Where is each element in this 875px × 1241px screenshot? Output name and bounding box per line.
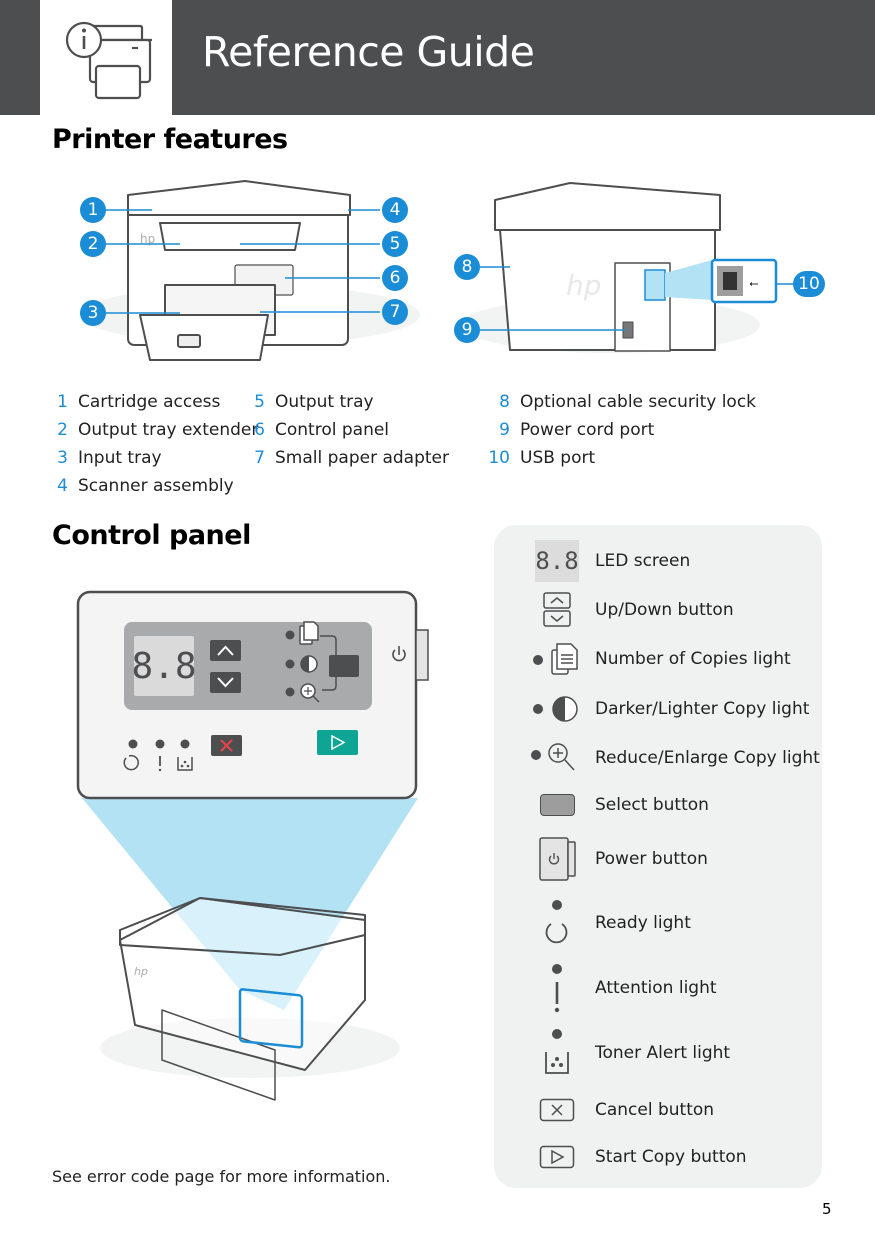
header-banner: Reference Guide: [0, 0, 875, 115]
legend-number: 8: [499, 392, 510, 412]
key-row-power: Power button: [494, 835, 822, 883]
key-label: Number of Copies light: [595, 649, 791, 669]
legend-number: 10: [488, 448, 510, 468]
callout-6: 6: [382, 265, 408, 291]
key-label: Reduce/Enlarge Copy light: [595, 748, 820, 768]
start-copy-button[interactable]: [317, 730, 358, 755]
led-display: 8.8: [131, 646, 196, 687]
key-row-up-down: Up/Down button: [494, 590, 822, 630]
callout-3: 3: [80, 300, 106, 326]
legend-label: Input tray: [78, 448, 162, 468]
copies-light-icon: [520, 639, 594, 679]
control-panel-key: 8.8 LED screen Up/Down button Number of …: [494, 525, 822, 1188]
key-row-reduce-enlarge: Reduce/Enlarge Copy light: [494, 738, 822, 778]
key-row-ready: Ready light: [494, 897, 822, 949]
key-label: Toner Alert light: [595, 1043, 731, 1063]
select-button-icon: [520, 785, 594, 825]
key-label: Up/Down button: [595, 600, 734, 620]
key-row-led-screen: 8.8 LED screen: [494, 540, 822, 582]
callout-4: 4: [382, 197, 408, 223]
legend-label: Output tray: [275, 392, 374, 412]
legend-number: 4: [57, 476, 68, 496]
key-row-select: Select button: [494, 785, 822, 825]
key-label: Select button: [595, 795, 709, 815]
key-row-attention: Attention light: [494, 962, 822, 1014]
legend-item-5: 5 Output tray: [243, 392, 374, 412]
up-down-button-icon: [520, 590, 594, 630]
legend-item-3: 3 Input tray: [46, 448, 162, 468]
key-row-start-copy: Start Copy button: [494, 1137, 822, 1177]
control-panel-heading: Control panel: [52, 520, 251, 551]
printer-back-illustration: ⭠ hp: [460, 182, 800, 353]
legend-item-10: 10 USB port: [482, 448, 595, 468]
printer-info-icon: [65, 21, 152, 100]
printer-features-heading: Printer features: [52, 124, 288, 155]
legend-number: 7: [254, 448, 265, 468]
callout-9: 9: [454, 317, 480, 343]
control-panel-illustration: hp 8.8: [76, 590, 429, 1101]
reduce-enlarge-light-icon: [520, 738, 594, 778]
legend-number: 9: [499, 420, 510, 440]
legend-number: 5: [254, 392, 265, 412]
callout-10: 10: [793, 271, 825, 297]
legend-label: USB port: [520, 448, 596, 468]
svg-text:⭠: ⭠: [749, 276, 759, 290]
legend-label: Small paper adapter: [275, 448, 450, 468]
callout-5: 5: [382, 231, 408, 257]
down-button[interactable]: [210, 672, 241, 693]
svg-text:hp: hp: [140, 232, 155, 246]
legend-item-9: 9 Power cord port: [482, 420, 654, 440]
up-button[interactable]: [210, 640, 241, 661]
callout-1: 1: [80, 197, 106, 223]
key-row-cancel: Cancel button: [494, 1090, 822, 1130]
key-label: LED screen: [595, 551, 691, 571]
key-label: Cancel button: [595, 1100, 715, 1120]
legend-label: Cartridge access: [78, 392, 221, 412]
legend-number: 1: [57, 392, 68, 412]
darker-lighter-light-icon: [520, 689, 594, 729]
ready-light-icon: [520, 897, 594, 949]
legend-item-2: 2 Output tray extender: [46, 420, 258, 440]
cancel-button-icon: [520, 1090, 594, 1130]
legend-item-8: 8 Optional cable security lock: [482, 392, 756, 412]
led-screen-icon: 8.8: [520, 540, 594, 582]
power-button-icon: [520, 835, 594, 883]
svg-text:hp: hp: [566, 269, 602, 302]
key-label: Ready light: [595, 913, 691, 933]
attention-light-icon: [520, 962, 594, 1014]
key-label: Start Copy button: [595, 1147, 747, 1167]
footnote: See error code page for more information…: [52, 1167, 391, 1186]
legend-item-4: 4 Scanner assembly: [46, 476, 234, 496]
start-copy-button-icon: [520, 1137, 594, 1177]
legend-label: Optional cable security lock: [520, 392, 757, 412]
callout-2: 2: [80, 231, 106, 257]
page-number: 5: [822, 1200, 832, 1218]
key-label: Darker/Lighter Copy light: [595, 699, 810, 719]
key-label: Attention light: [595, 978, 717, 998]
legend-item-6: 6 Control panel: [243, 420, 389, 440]
toner-alert-light-icon: [520, 1027, 594, 1079]
legend-label: Power cord port: [520, 420, 655, 440]
legend-label: Scanner assembly: [78, 476, 234, 496]
key-row-copies: Number of Copies light: [494, 639, 822, 679]
legend-item-7: 7 Small paper adapter: [243, 448, 449, 468]
led-screen-glyph: 8.8: [535, 540, 579, 582]
page-title: Reference Guide: [202, 28, 535, 76]
key-row-darker-lighter: Darker/Lighter Copy light: [494, 689, 822, 729]
svg-text:hp: hp: [134, 965, 148, 978]
legend-label: Control panel: [275, 420, 390, 440]
key-row-toner: Toner Alert light: [494, 1027, 822, 1079]
legend-number: 6: [254, 420, 265, 440]
select-button[interactable]: [329, 655, 359, 677]
callout-7: 7: [382, 299, 408, 325]
legend-item-1: 1 Cartridge access: [46, 392, 220, 412]
legend-number: 2: [57, 420, 68, 440]
printer-front-illustration: hp: [80, 180, 420, 361]
callout-8: 8: [454, 254, 480, 280]
header-icon-box: [40, 0, 172, 115]
legend-number: 3: [57, 448, 68, 468]
key-label: Power button: [595, 849, 708, 869]
legend-label: Output tray extender: [78, 420, 259, 440]
